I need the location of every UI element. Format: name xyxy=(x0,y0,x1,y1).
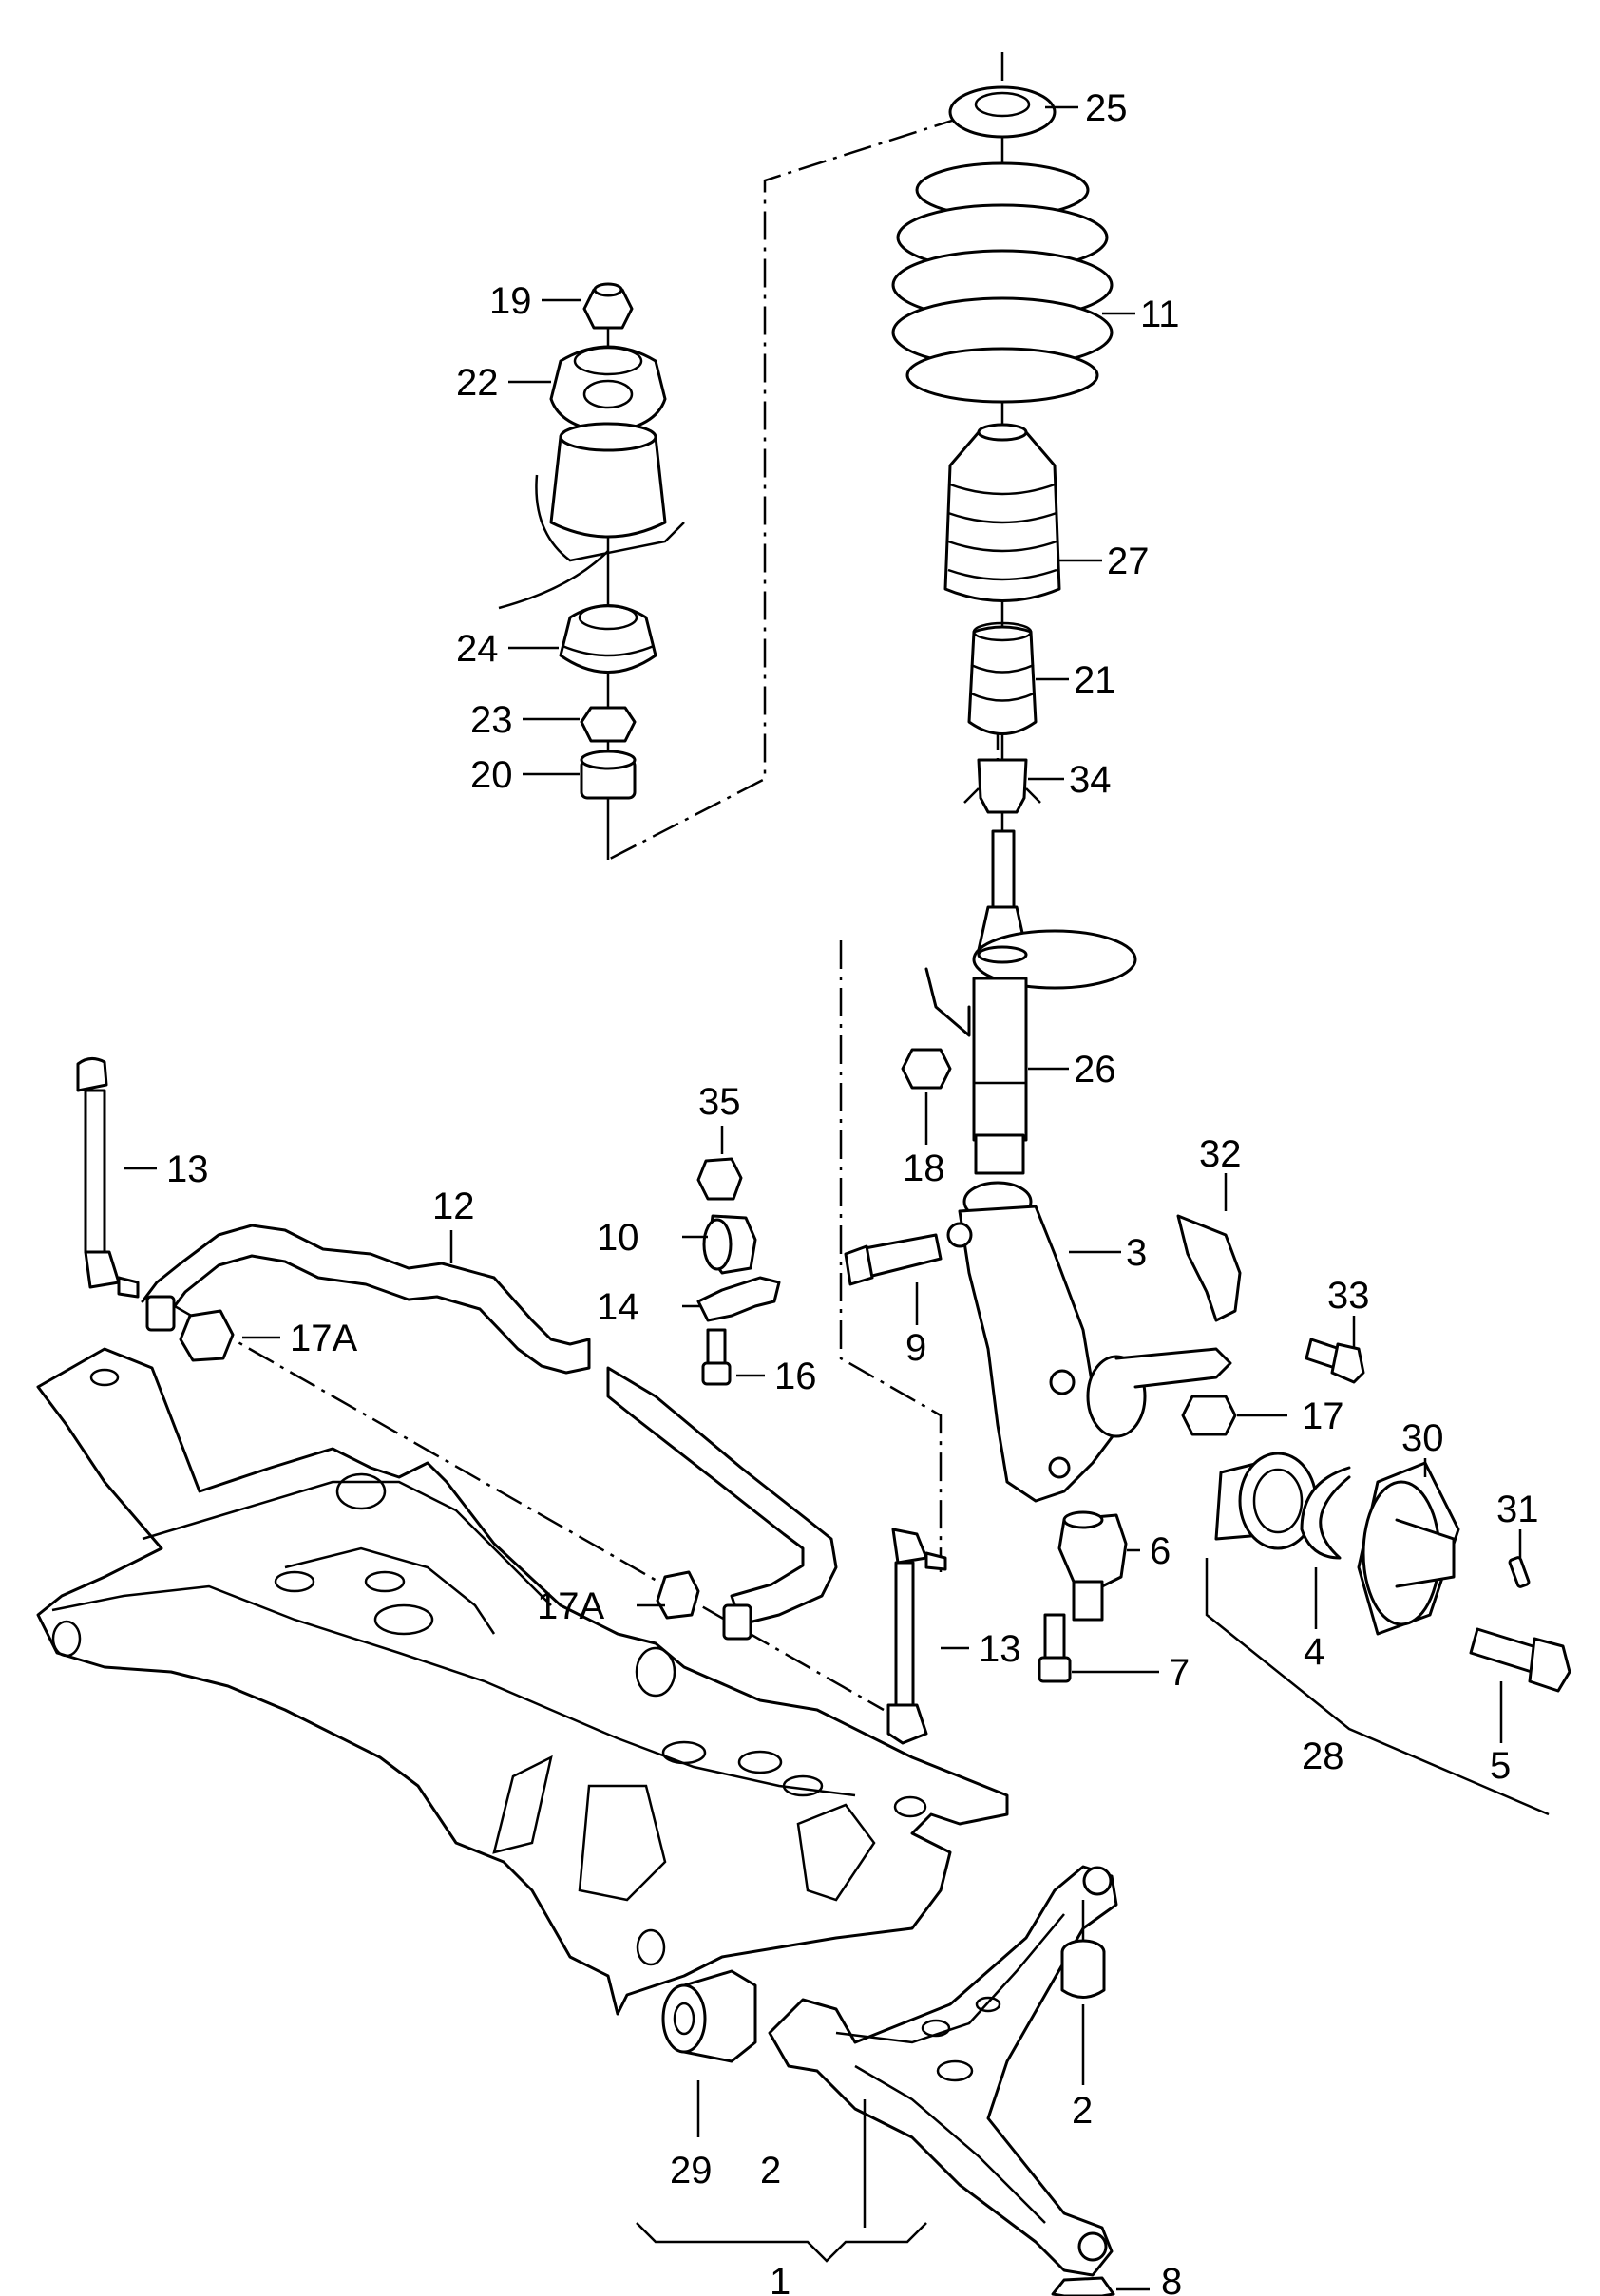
label-1: 1 xyxy=(770,2261,790,2296)
label-33: 33 xyxy=(1327,1275,1370,1317)
label-25: 25 xyxy=(1085,87,1128,129)
label-21: 21 xyxy=(1074,659,1116,701)
assembly-line-top-mount xyxy=(607,52,1004,862)
retaining-clip-34-icon xyxy=(977,758,1028,814)
clamp-14-icon xyxy=(696,1276,781,1322)
label-5: 5 xyxy=(1490,1745,1511,1787)
stabilizer-bar-12-icon xyxy=(141,1224,838,1641)
label-24: 24 xyxy=(456,628,499,670)
label-27: 27 xyxy=(1107,541,1150,582)
rubber-bush-10-icon xyxy=(702,1214,757,1275)
label-34: 34 xyxy=(1069,759,1112,801)
assembly-line-knuckle xyxy=(839,940,943,1572)
label-16: 16 xyxy=(774,1356,817,1397)
label-22: 22 xyxy=(456,362,499,404)
coupling-rod-13-lower-icon xyxy=(886,1528,947,1745)
label-31: 31 xyxy=(1496,1489,1539,1530)
label-18: 18 xyxy=(903,1148,945,1189)
nut-17a-mid-icon xyxy=(656,1570,700,1620)
circlip-4-icon xyxy=(1300,1466,1351,1560)
nut-23-icon xyxy=(580,706,637,743)
label-29: 29 xyxy=(670,2150,713,2192)
bushing-29-icon xyxy=(661,1969,757,2063)
label-11: 11 xyxy=(1140,294,1180,335)
label-2-left: 2 xyxy=(760,2150,781,2192)
body-mount-icon xyxy=(549,435,667,539)
splash-shield-32-icon xyxy=(1176,1214,1242,1322)
label-7: 7 xyxy=(1169,1652,1190,1694)
label-17a-mid: 17A xyxy=(537,1585,604,1627)
coil-spring-11-icon xyxy=(891,161,1114,404)
locating-pin-31-icon xyxy=(1508,1556,1531,1588)
label-9: 9 xyxy=(905,1327,926,1369)
bolt-16-icon xyxy=(701,1328,732,1386)
label-32: 32 xyxy=(1199,1133,1242,1175)
ball-joint-6-icon xyxy=(1057,1510,1128,1622)
label-6: 6 xyxy=(1150,1530,1171,1572)
nut-8-icon xyxy=(1051,2276,1115,2296)
label-30: 30 xyxy=(1401,1417,1444,1459)
label-19: 19 xyxy=(489,280,532,322)
assembly-line-link xyxy=(165,1300,885,1712)
strut-bearing-22-icon xyxy=(549,345,667,434)
spring-strut-column xyxy=(891,85,1137,1175)
label-8: 8 xyxy=(1161,2261,1182,2296)
wheel-bolt-5-icon xyxy=(1469,1627,1571,1693)
nut-35-icon xyxy=(696,1157,743,1201)
steering-knuckle-3-icon xyxy=(946,1181,1232,1503)
subframe-icon xyxy=(36,1347,1009,2016)
shock-absorber-26-icon xyxy=(924,829,1137,1175)
pinch-bolt-9-icon xyxy=(844,1233,943,1286)
label-14: 14 xyxy=(597,1286,639,1328)
bolt-33-icon xyxy=(1305,1338,1365,1384)
coupling-rod-13-top-icon xyxy=(76,1057,140,1299)
part-labels: 25 11 27 21 34 26 19 22 24 23 20 18 3 9 … xyxy=(166,87,1539,2296)
upper-mount-assembly xyxy=(498,282,685,860)
label-13-top: 13 xyxy=(166,1148,209,1190)
label-23: 23 xyxy=(470,699,513,741)
wheel-hub-30-icon xyxy=(1357,1461,1460,1636)
nut-18-icon xyxy=(901,1048,952,1090)
protective-boot-27-icon xyxy=(943,430,1061,602)
label-17a-top: 17A xyxy=(290,1318,357,1359)
bushing-2-icon xyxy=(1060,1900,1106,1999)
label-26: 26 xyxy=(1074,1049,1116,1091)
label-4: 4 xyxy=(1304,1631,1324,1673)
label-12: 12 xyxy=(432,1186,475,1227)
label-2-right: 2 xyxy=(1072,2090,1093,2132)
label-20: 20 xyxy=(470,754,513,796)
label-13-lower: 13 xyxy=(979,1628,1021,1670)
label-35: 35 xyxy=(698,1081,741,1123)
leader-lines xyxy=(124,105,1550,2291)
label-3: 3 xyxy=(1126,1232,1147,1274)
label-10: 10 xyxy=(597,1217,639,1259)
bolt-7-icon xyxy=(1038,1613,1072,1683)
mount-rubber-24-icon xyxy=(559,604,657,674)
label-28: 28 xyxy=(1302,1736,1344,1777)
spring-seat-25-icon xyxy=(948,85,1057,139)
nut-17-icon xyxy=(1181,1395,1237,1436)
label-17: 17 xyxy=(1302,1395,1344,1437)
wishbone-1-icon xyxy=(768,1865,1118,2277)
wheel-bearing-30-icon xyxy=(1214,1452,1318,1550)
nut-17a-top-icon xyxy=(179,1309,235,1362)
bump-stop-21-icon xyxy=(967,625,1038,735)
